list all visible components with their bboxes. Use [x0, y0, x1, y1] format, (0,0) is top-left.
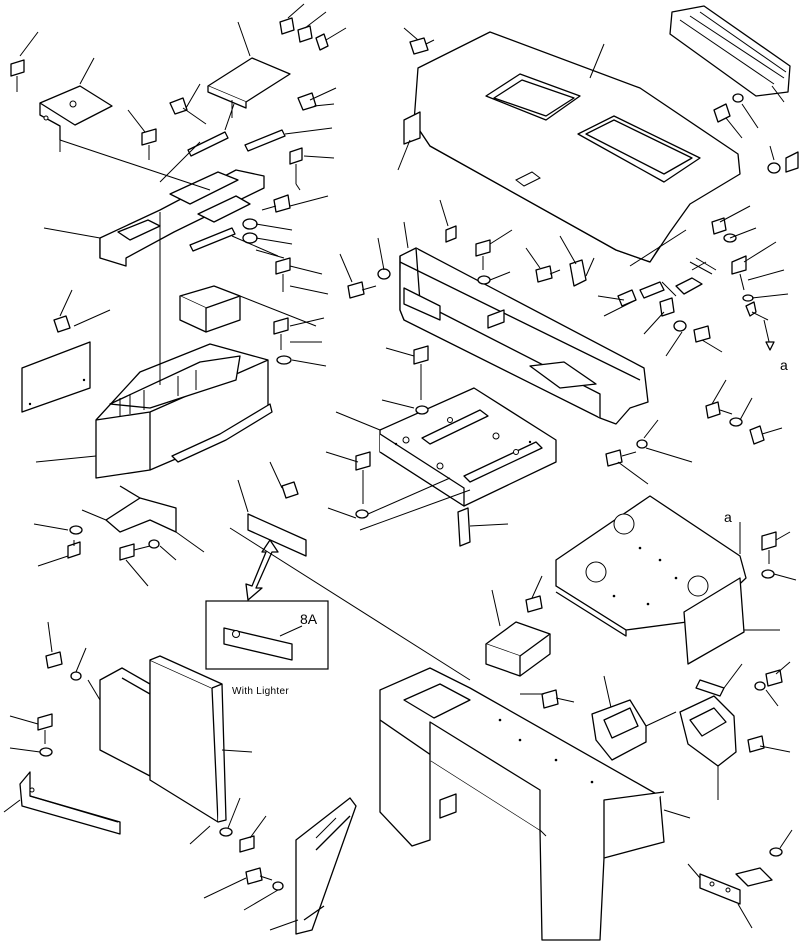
inset-with-lighter: 8A With Lighter: [205, 600, 329, 697]
bolt-lighter: [281, 481, 299, 499]
inset-part-code: 8A: [300, 611, 318, 627]
small-parts-right-lower: [695, 669, 783, 753]
bolts-floor-plate: [761, 531, 777, 579]
bolt-top-left: [10, 59, 25, 92]
lower-long-cover: [399, 247, 649, 425]
reference-a-lower: a: [724, 509, 732, 525]
washer-pair-mid: [242, 218, 258, 244]
bolt-cluster-mid-left: [53, 257, 292, 365]
small-strip-pieces: [187, 129, 286, 252]
console-base: [95, 343, 273, 479]
floor-plate-right: [555, 495, 747, 665]
small-box-center: [485, 621, 551, 677]
bolts-right-row: [605, 401, 765, 467]
side-frame-lower-left: [99, 655, 227, 823]
grille-top-right: [669, 5, 791, 97]
bolt-cluster-top: [141, 17, 329, 213]
seat-bracket-frame: [379, 387, 557, 507]
bracket-right-lower-a: [591, 699, 647, 761]
bolts-lower-left-frame: [37, 651, 82, 757]
cover-plate-top: [207, 57, 291, 109]
bolts-bottom-center-left: [219, 827, 284, 891]
bolts-right-top: [713, 93, 799, 174]
bolt-small-box: [525, 595, 543, 613]
bolts-seat-bracket: [355, 345, 471, 547]
panel-bottom-center-left: [295, 797, 357, 935]
rear-cover: [403, 31, 741, 263]
side-panel-left: [21, 341, 91, 413]
console-top-cover: [99, 169, 265, 300]
arrow-double: [245, 539, 279, 601]
bracket-plate-top-left: [39, 85, 113, 140]
inset-caption: With Lighter: [232, 686, 289, 697]
small-tray: [179, 285, 241, 333]
plate-bottom-right: [699, 847, 783, 905]
bolt-mid-low: [541, 689, 575, 709]
hardware-right-mid: [617, 217, 757, 343]
bracket-flat-bottom-left: [19, 771, 121, 835]
main-frame-lower: [379, 667, 665, 941]
bolts-lower-left: [67, 525, 160, 561]
bolt-top-center: [409, 37, 435, 55]
bracket-right-lower-b: [679, 695, 737, 767]
reference-a-upper: a: [780, 357, 788, 373]
lighter-plate: [247, 513, 307, 557]
bracket-lower-left: [105, 485, 177, 533]
